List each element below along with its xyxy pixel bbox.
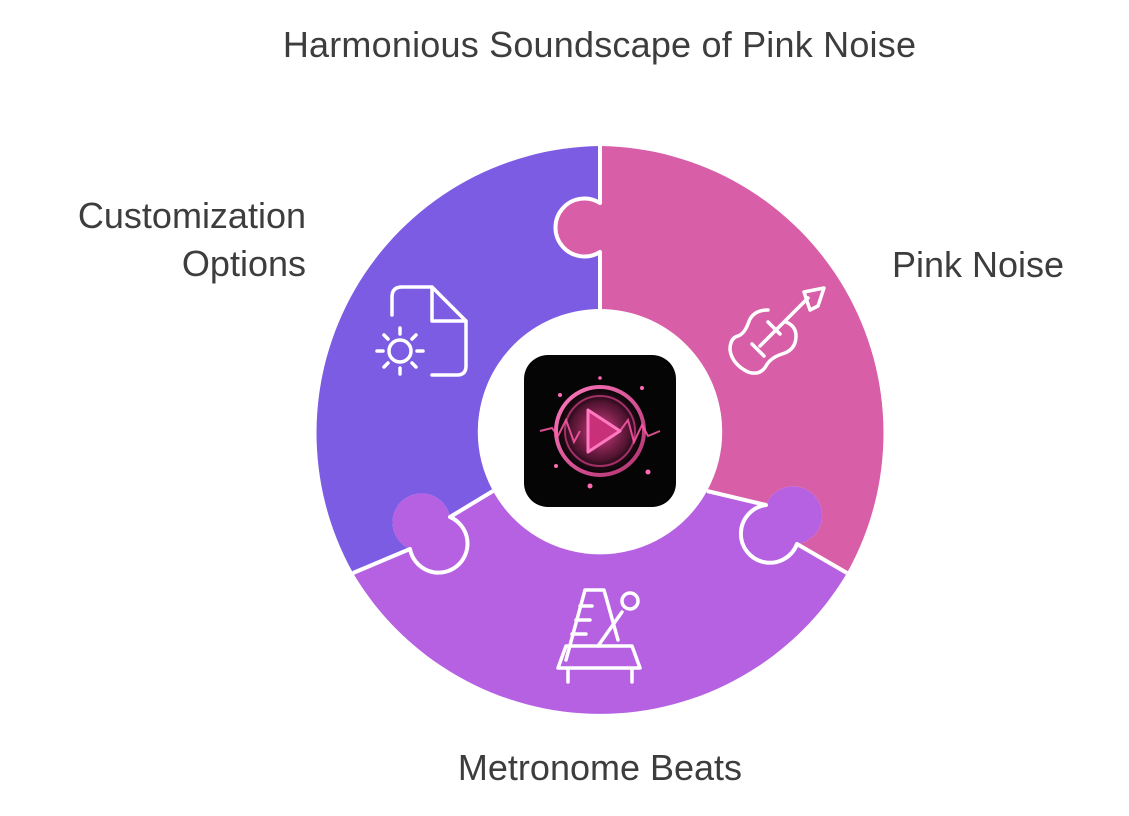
diagram-title: Harmonious Soundscape of Pink Noise [282, 24, 917, 65]
guitar-icon [728, 286, 826, 375]
customization-segment-fill [316, 146, 600, 573]
pink-noise-segment-fill [555, 146, 884, 573]
customization-label-line2: Options [181, 243, 306, 284]
segment-separators [352, 146, 849, 575]
customization-label-line1: Customization [77, 195, 306, 236]
play-button-app-icon [524, 355, 676, 507]
file-settings-icon [375, 285, 468, 377]
metronome-beats-label: Metronome Beats [457, 747, 743, 788]
metronome-icon [556, 588, 642, 684]
pink-noise-label: Pink Noise [892, 244, 1065, 285]
customization-options-label: Customization Options [20, 192, 306, 288]
metronome-segment-fill [353, 486, 847, 714]
